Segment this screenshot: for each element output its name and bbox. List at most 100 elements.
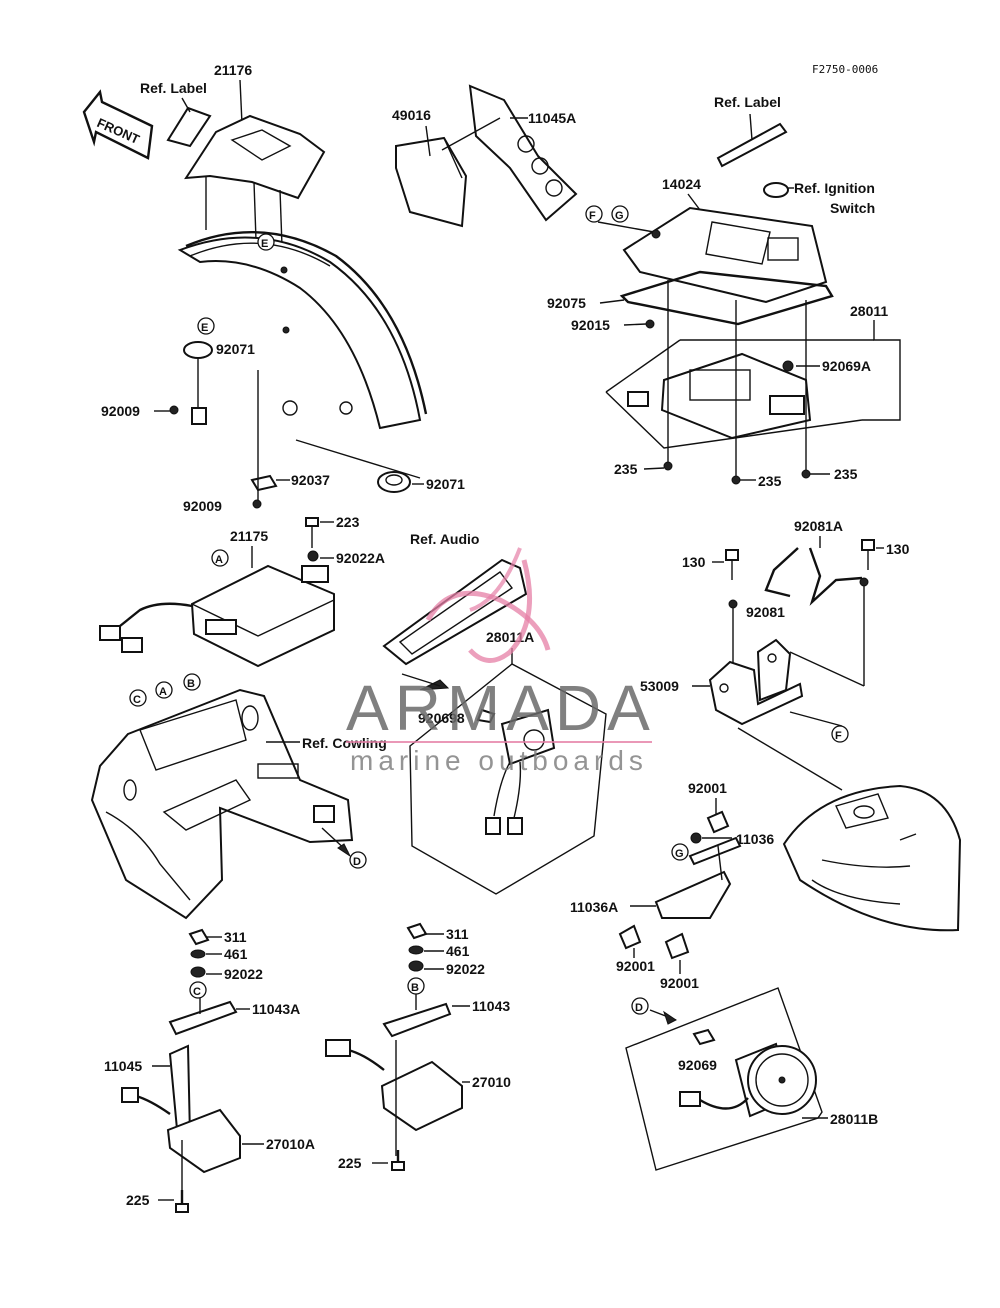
callout-b-lower-label: B (411, 982, 419, 994)
part-92022-left: 92022 (224, 966, 263, 982)
bolt-92001-right-part (664, 932, 690, 960)
ref-label-left: Ref. Label (140, 80, 207, 96)
part-311-middle: 311 (446, 926, 469, 942)
part-92075: 92075 (547, 295, 586, 311)
part-28011: 28011 (850, 303, 888, 319)
part-130-right: 130 (886, 541, 910, 557)
part-92022A: 92022A (336, 550, 385, 566)
panel-14024-part (619, 206, 834, 326)
wire-92081 (764, 547, 799, 598)
part-461-middle: 461 (446, 943, 470, 959)
ref-audio: Ref. Audio (410, 531, 479, 547)
part-92081A: 92081A (794, 518, 843, 534)
part-92081: 92081 (746, 604, 785, 620)
watermark-swirl-icon (425, 547, 551, 663)
part-235-right: 235 (834, 466, 858, 482)
bracket-11036-part (688, 836, 742, 866)
part-11036A: 11036A (570, 899, 618, 915)
watermark: ARMADA marine outboards (346, 547, 656, 776)
wire-92081A (808, 547, 863, 606)
module-27010-part (325, 1039, 463, 1132)
part-11045: 11045 (104, 1058, 142, 1074)
part-21176: 21176 (214, 62, 252, 78)
part-92071-lower: 92071 (426, 476, 465, 492)
callout-f-right-label: F (835, 730, 842, 742)
callout-d-cowling-label: D (353, 856, 361, 868)
callout-e-left-label: E (201, 322, 208, 334)
callout-g-lower-label: G (675, 848, 684, 860)
part-28011A: 28011A (486, 629, 534, 645)
part-11043A: 11043A (252, 1001, 300, 1017)
bracket-11036A-part (654, 870, 732, 919)
callout-a-cowling (155, 681, 173, 699)
part-92015: 92015 (571, 317, 610, 333)
part-21175: 21175 (230, 528, 268, 544)
part-92001-right: 92001 (660, 975, 699, 991)
watermark-brand: ARMADA (346, 672, 656, 744)
box-28011B-frame (625, 987, 823, 1171)
ref-ignition-line1: Ref. Ignition (794, 180, 875, 196)
meter-28011B-part (679, 1042, 817, 1118)
callout-g-top (611, 205, 629, 223)
part-92069: 92069 (678, 1057, 717, 1073)
bolt-225-middle-part (391, 1150, 405, 1171)
part-92009-lower: 92009 (183, 498, 222, 514)
box-28011A-frame (409, 663, 607, 895)
part-92001-left: 92001 (616, 958, 655, 974)
front-arrow-icon: FRONT (82, 89, 154, 160)
callout-b-cowling (183, 673, 201, 691)
callout-g-top-label: G (615, 210, 624, 222)
part-53009: 53009 (640, 678, 679, 694)
bracket-11045A-part (468, 84, 578, 222)
module-27010A-part (121, 1087, 241, 1174)
part-920698: 920698 (418, 710, 465, 726)
part-27010A: 27010A (266, 1136, 315, 1152)
bracket-11043-part (382, 1002, 452, 1038)
label-strip-icon (716, 122, 788, 168)
part-27010: 27010 (472, 1074, 511, 1090)
callout-d-lower-label: D (635, 1002, 643, 1014)
bolt-92001-top-part (706, 810, 730, 834)
callout-f-top-label: F (589, 210, 596, 222)
callout-a-upper (211, 549, 229, 567)
callout-e-left (197, 317, 215, 335)
callout-e-top (257, 233, 275, 251)
part-92071-upper: 92071 (216, 341, 255, 357)
part-11045A: 11045A (528, 110, 576, 126)
meter-28011A-part (485, 708, 556, 835)
callout-g-lower (671, 843, 689, 861)
ref-ignition-line2: Switch (830, 200, 875, 216)
watermark-tagline: marine outboards (350, 745, 648, 776)
part-92037: 92037 (291, 472, 330, 488)
callout-d-lower (631, 997, 649, 1015)
callout-c-cowling-label: C (133, 694, 141, 706)
part-461-left: 461 (224, 946, 248, 962)
part-311-left: 311 (224, 929, 247, 945)
arrow-to-28011A (419, 679, 450, 691)
seat-cover-part (184, 114, 326, 200)
part-11043: 11043 (472, 998, 510, 1014)
part-235-middle: 235 (758, 473, 782, 489)
fender-part (177, 231, 428, 430)
part-92022-middle: 92022 (446, 961, 485, 977)
part-14024: 14024 (662, 176, 701, 192)
part-92001-top: 92001 (688, 780, 727, 796)
part-49016: 49016 (392, 107, 431, 123)
part-225-middle: 225 (338, 1155, 362, 1171)
callout-f-right (831, 725, 849, 743)
clip-92037-part (250, 474, 278, 492)
callout-c-lower-label: C (193, 986, 201, 998)
bracket-11043A-part (168, 1000, 238, 1036)
callout-e-top-label: E (261, 238, 268, 250)
callout-f-top (585, 205, 603, 223)
box-49016-part (395, 136, 468, 228)
bolt-223-part (305, 517, 319, 548)
bolt-225-left-part (175, 1190, 189, 1213)
grommet-part (183, 341, 213, 359)
part-92069A: 92069A (822, 358, 871, 374)
callout-c-lower (189, 981, 207, 999)
part-225-left: 225 (126, 1192, 150, 1208)
bolt-92001-left-part (618, 924, 642, 950)
ref-label-right: Ref. Label (714, 94, 781, 110)
